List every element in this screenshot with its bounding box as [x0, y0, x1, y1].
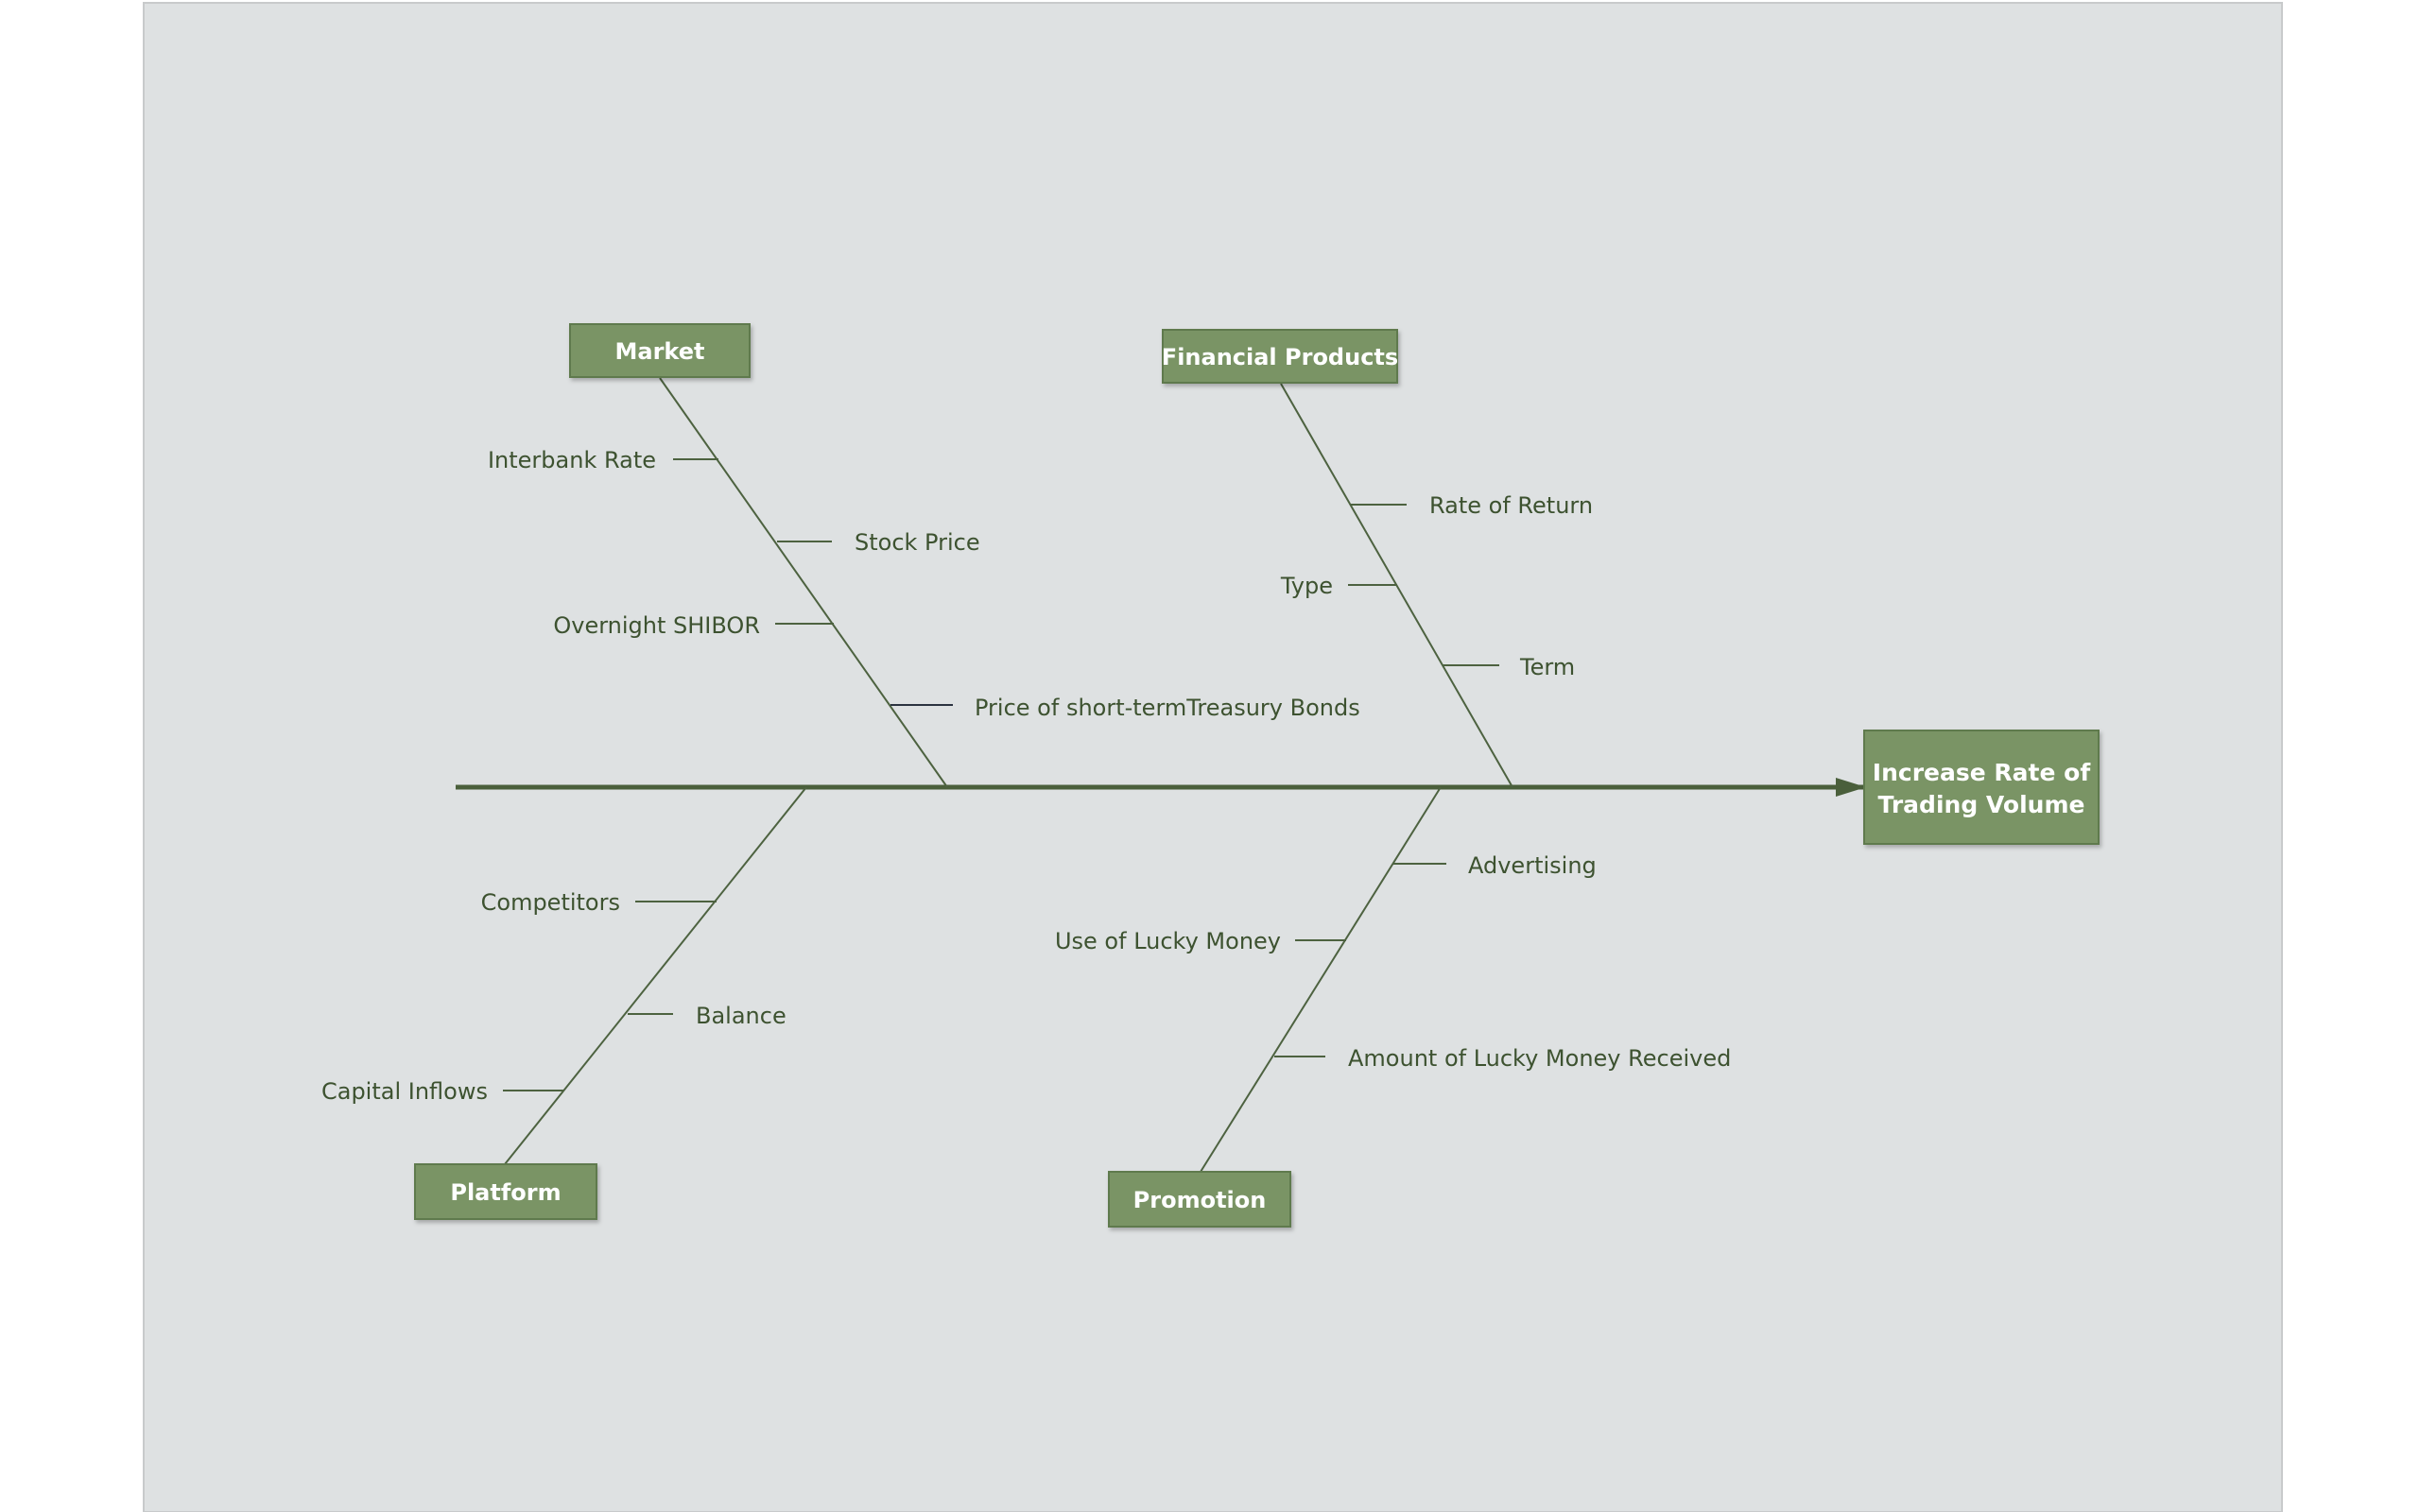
- cause-capital-inflows: Capital Inflows: [321, 1078, 488, 1105]
- effect-box[interactable]: Increase Rate of Trading Volume: [1863, 730, 2100, 845]
- cause-treasury-bonds: Price of short-termTreasury Bonds: [975, 695, 1360, 721]
- cause-use-of-lucky-money: Use of Lucky Money: [1055, 928, 1281, 954]
- bone-market: [659, 377, 948, 788]
- category-box-market[interactable]: Market: [569, 323, 751, 378]
- cause-competitors: Competitors: [481, 889, 620, 916]
- category-label-promotion: Promotion: [1133, 1187, 1267, 1213]
- cause-rate-of-return: Rate of Return: [1429, 492, 1593, 519]
- cause-type: Type: [1280, 573, 1333, 599]
- cause-term: Term: [1519, 654, 1575, 680]
- category-promotion: Advertising Use of Lucky Money Amount of…: [1055, 786, 1731, 1228]
- cause-balance: Balance: [696, 1003, 786, 1029]
- cause-amount-of-lucky-money: Amount of Lucky Money Received: [1348, 1045, 1731, 1072]
- cause-advertising: Advertising: [1468, 852, 1597, 879]
- category-box-financial-products[interactable]: Financial Products: [1162, 329, 1398, 384]
- category-box-platform[interactable]: Platform: [414, 1163, 597, 1220]
- category-platform: Competitors Balance Capital Inflows Plat…: [321, 786, 807, 1220]
- category-market: Interbank Rate Stock Price Overnight SHI…: [488, 323, 1360, 788]
- bone-platform: [504, 786, 807, 1165]
- cause-overnight-shibor: Overnight SHIBOR: [553, 612, 760, 639]
- category-box-promotion[interactable]: Promotion: [1108, 1171, 1291, 1228]
- effect-label-line-2: Trading Volume: [1878, 791, 2085, 818]
- category-label-market: Market: [615, 338, 705, 365]
- effect-label-line-1: Increase Rate of: [1873, 759, 2092, 786]
- category-financial-products: Rate of Return Type Term Financial Produ…: [1162, 329, 1593, 788]
- bone-promotion: [1200, 786, 1442, 1173]
- category-label-platform: Platform: [450, 1179, 561, 1206]
- category-label-financial-products: Financial Products: [1162, 344, 1398, 370]
- cause-stock-price: Stock Price: [855, 529, 980, 556]
- cause-interbank-rate: Interbank Rate: [488, 447, 656, 473]
